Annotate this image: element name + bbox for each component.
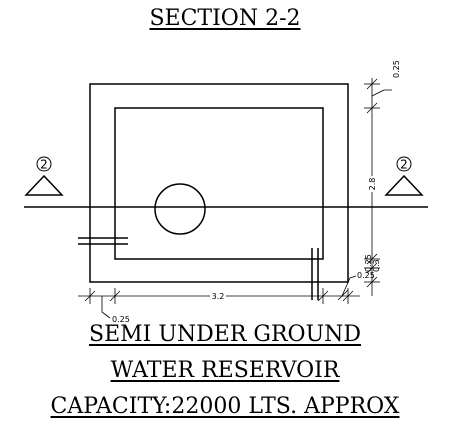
dim-top-wall: 0.25 [392,60,401,78]
section-mark-right: 2 [384,156,424,196]
outlet-pipe [311,248,319,300]
caption-line-3: CAPACITY:22000 LTS. APPROX [50,394,400,419]
section-mark-left: 2 [24,156,64,196]
dim-left-wall: 0.25 [112,315,130,324]
caption-line-2: WATER RESERVOIR [110,358,340,383]
section-title: SECTION 2-2 [149,6,301,31]
outer-wall [89,83,349,283]
dim-bottom-wall-b: 0.3 [372,259,381,272]
inner-wall [114,107,324,260]
caption-line-1: SEMI UNDER GROUND [89,322,361,347]
dim-height-group: 2.8 [367,176,377,192]
section-mark-right-label: 2 [400,158,408,172]
dim-width: 3.2 [212,292,225,301]
dim-right-wall-label: 0.25 [357,271,375,280]
dim-height: 2.8 [368,178,377,191]
inlet-pipe [78,237,128,245]
manhole-opening [154,183,206,235]
section-mark-left-label: 2 [40,158,48,172]
dim-bottom-wall-a: 0.25 [364,254,373,272]
